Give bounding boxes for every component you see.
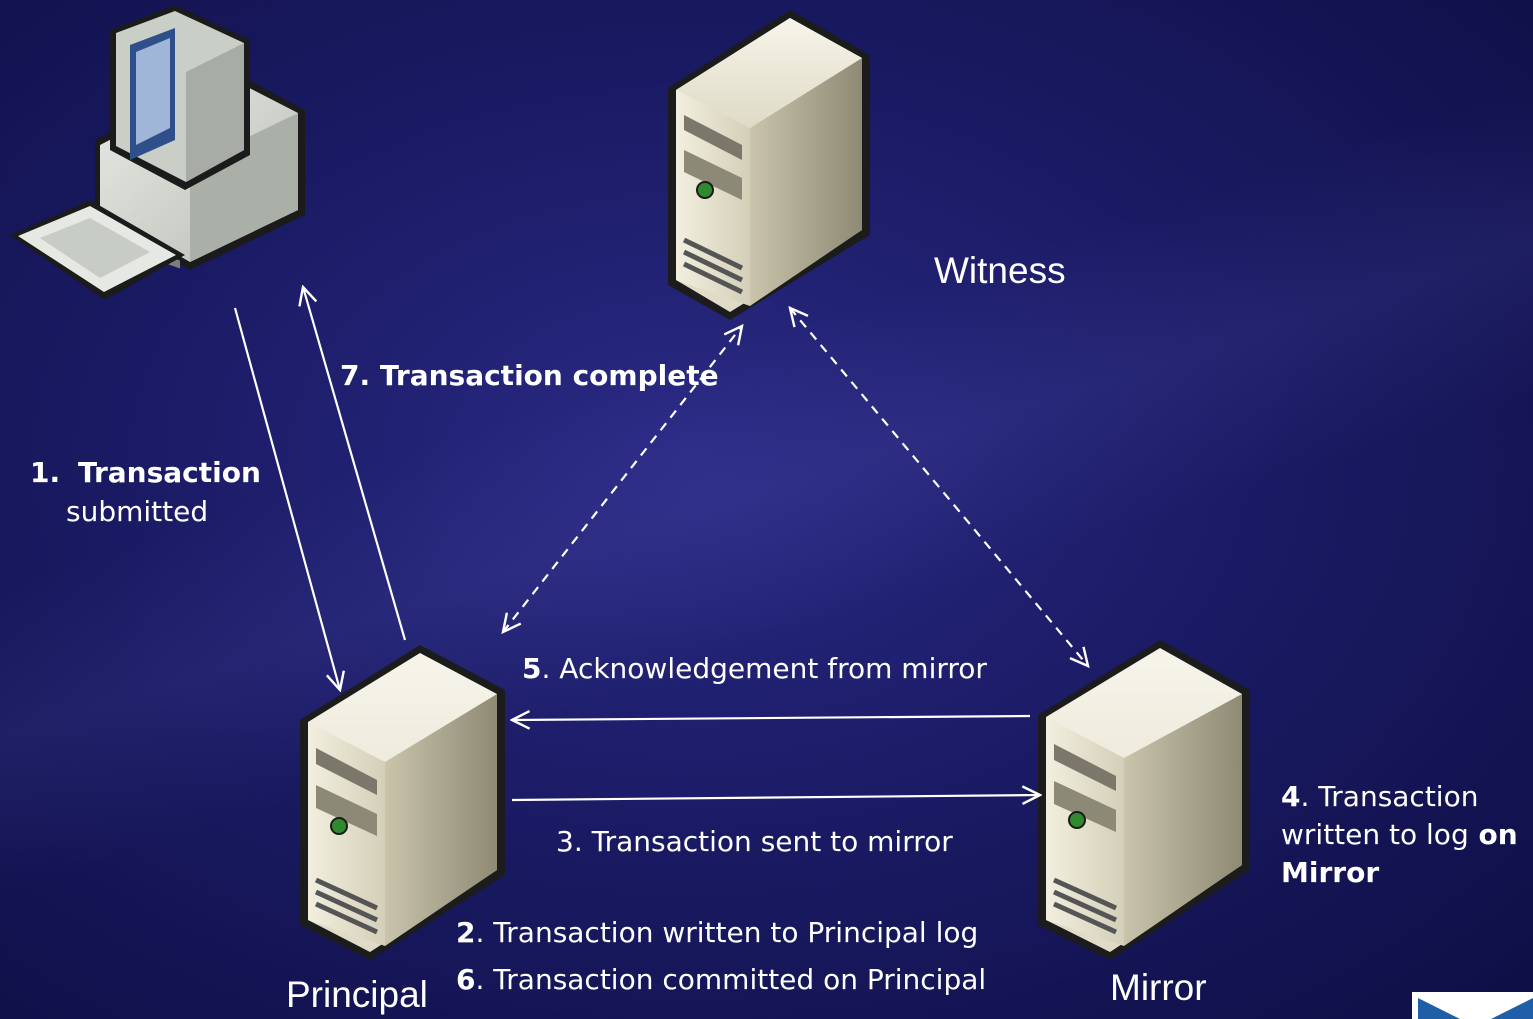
step-2-text: . Transaction written to Principal log (475, 916, 979, 949)
principal-label: Principal (286, 974, 428, 1015)
arrow-acknowledgement (512, 716, 1031, 720)
step-4-number: 4 (1281, 780, 1301, 813)
step-4-label-line2: written to log on (1281, 817, 1518, 853)
step-1-bold: Transaction (77, 456, 261, 489)
witness-label: Witness (934, 250, 1066, 291)
arrow-transaction-complete (303, 287, 407, 641)
step-4-bold-b: on (1468, 818, 1518, 851)
arrow-transaction-sent (511, 795, 1040, 800)
step-1-label-line2: submitted (66, 495, 209, 528)
witness-server-icon (668, 10, 870, 320)
mirror-label: Mirror (1110, 967, 1207, 1008)
step-6-number: 6 (456, 963, 476, 996)
step-7-label: 7. Transaction complete (340, 359, 719, 392)
step-4-label: 4. Transaction (1281, 779, 1478, 815)
step-1-number: 1. (30, 456, 61, 489)
step-1-label: 1. Transaction (30, 455, 261, 491)
step-4-text-b: written to log (1281, 818, 1469, 851)
principal-server-icon (300, 645, 505, 960)
step-5-number: 5 (522, 652, 542, 685)
arrow-transaction-submitted (233, 307, 340, 690)
step-3-label: 3. Transaction sent to mirror (556, 825, 953, 858)
arrow-principal-witness-dashed (503, 326, 742, 632)
step-4-bold-c: Mirror (1281, 856, 1380, 889)
step-6-label: 6. Transaction committed on Principal (456, 962, 986, 998)
step-6-text: . Transaction committed on Principal (475, 963, 987, 996)
client-computer-icon (10, 5, 305, 300)
logo-icon (1412, 992, 1533, 1019)
arrow-witness-mirror-dashed (790, 308, 1088, 666)
step-4-label-line3: Mirror (1281, 855, 1379, 891)
step-4-text-a: . Transaction (1300, 780, 1479, 813)
step-5-label: 5. Acknowledgement from mirror (522, 651, 987, 687)
step-5-text: . Acknowledgement from mirror (541, 652, 987, 685)
mirror-server-icon (1038, 640, 1250, 960)
step-2-label: 2. Transaction written to Principal log (456, 915, 978, 951)
step-2-number: 2 (456, 916, 476, 949)
